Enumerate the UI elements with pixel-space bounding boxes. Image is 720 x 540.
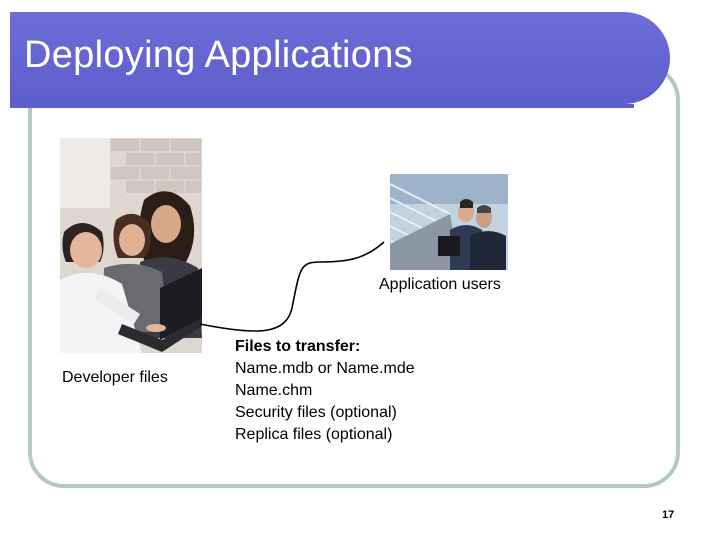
- files-to-transfer-list: Files to transfer: Name.mdb or Name.mde …: [235, 336, 415, 446]
- developer-files-label: Developer files: [62, 369, 168, 386]
- users-photo-image: [390, 174, 508, 270]
- title-bar: [10, 12, 670, 108]
- developer-photo-image: [60, 138, 202, 353]
- slide-title: Deploying Applications: [24, 34, 413, 76]
- title-underline: [10, 104, 634, 108]
- file-item-mdb: Name.mdb or Name.mde: [235, 360, 415, 377]
- users-photo: [390, 174, 508, 270]
- developer-photo: [60, 138, 202, 353]
- file-item-replica: Replica files (optional): [235, 426, 393, 443]
- files-heading: Files to transfer:: [235, 338, 361, 355]
- file-item-security: Security files (optional): [235, 404, 397, 421]
- application-users-label: Application users: [379, 276, 501, 293]
- file-item-chm: Name.chm: [235, 382, 313, 399]
- page-number: 17: [662, 509, 675, 521]
